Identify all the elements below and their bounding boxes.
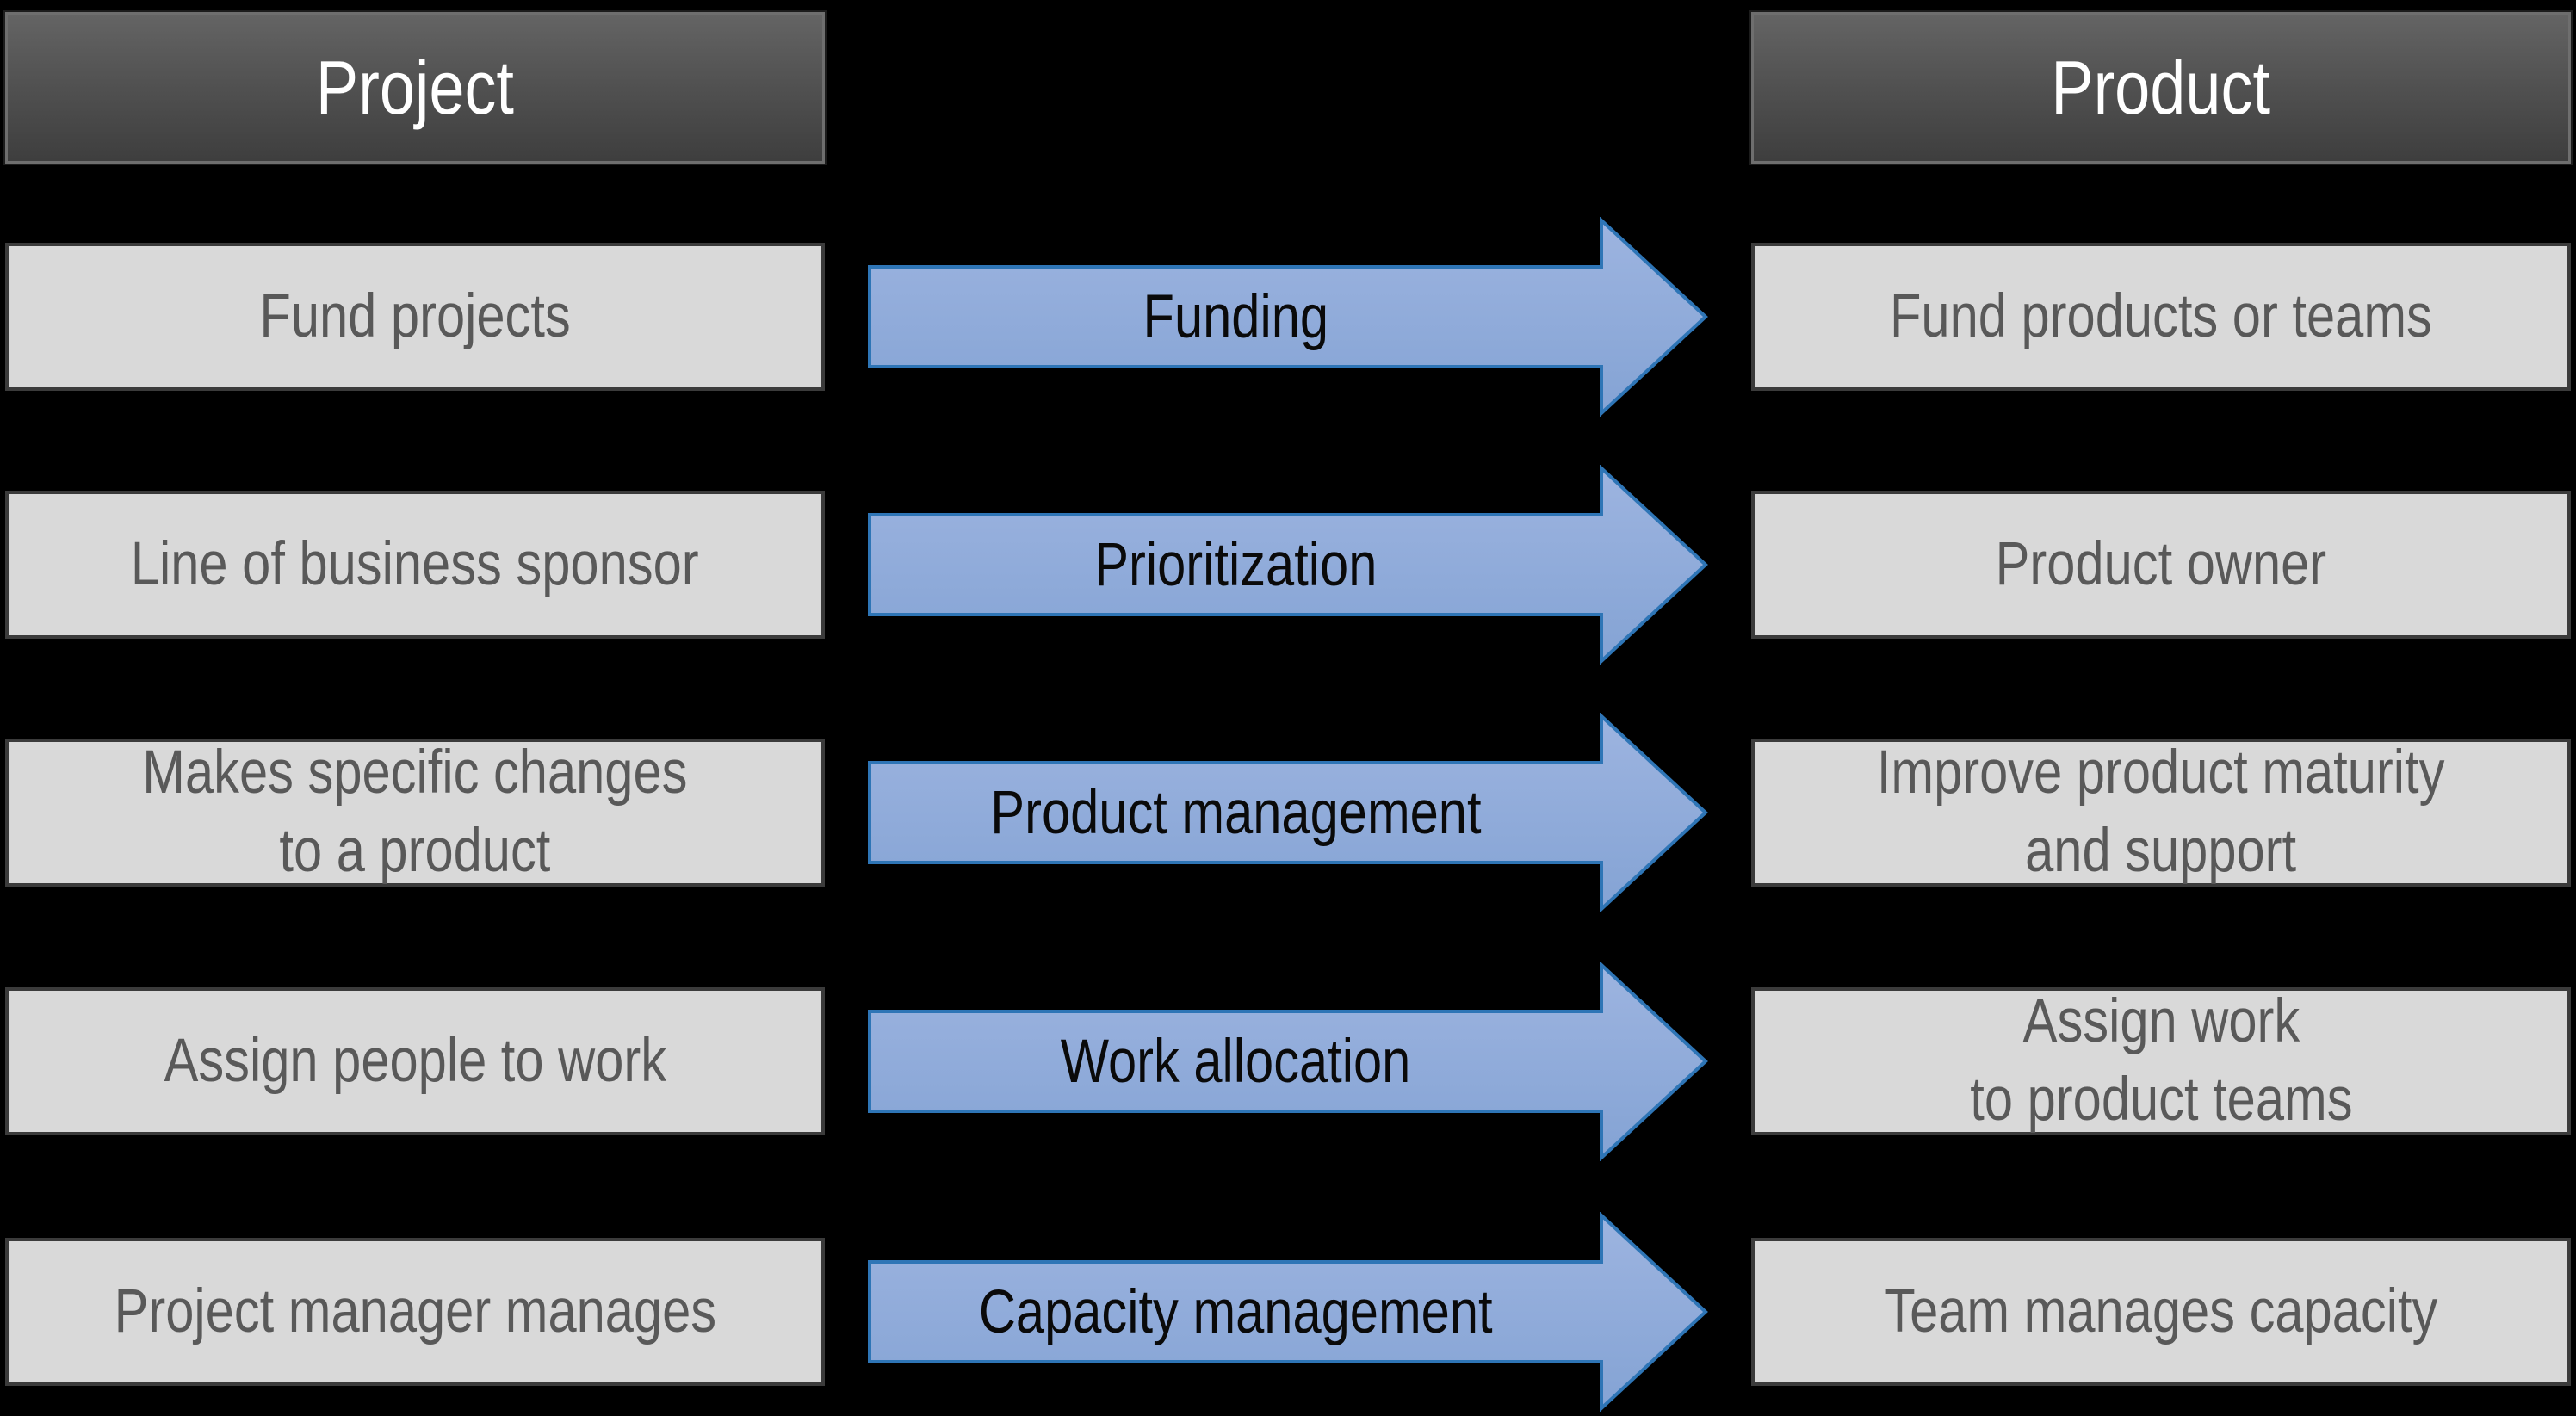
project-row-label: Project manager manages [114,1277,716,1345]
product-row-label: Fund products or teams [1890,281,2432,350]
project-row-label: Fund projects [259,281,571,350]
project-column-header: Project [3,10,827,165]
transition-arrow: Product management [868,713,1709,912]
transition-arrow: Prioritization [868,465,1709,665]
project-row-box: Assign people to work [5,987,825,1135]
transition-arrow: Funding [868,217,1709,417]
product-row-label: Team manages capacity [1884,1277,2438,1345]
product-column-header: Product [1749,10,2573,165]
project-row-box: Project manager manages [5,1238,825,1386]
transition-arrow-label: Capacity management [978,1277,1493,1346]
project-row-label: Line of business sponsor [131,529,699,598]
product-row-label: Assign work to product teams [1969,987,2353,1134]
transition-arrow: Capacity management [868,1212,1709,1412]
product-row-label: Product owner [1995,529,2327,598]
project-row-label: Assign people to work [164,1026,666,1095]
product-row-box: Fund products or teams [1751,243,2571,391]
product-row-box: Assign work to product teams [1751,987,2571,1135]
project-row-label: Makes specific changes to a product [142,739,688,885]
project-row-box: Line of business sponsor [5,491,825,639]
project-row-box: Makes specific changes to a product [5,739,825,887]
transition-arrow-label: Work allocation [1060,1027,1411,1096]
project-header-label: Project [315,45,515,130]
transition-arrow-label: Prioritization [1093,530,1378,599]
right-arrow-icon [868,713,1708,912]
product-row-box: Improve product maturity and support [1751,739,2571,887]
product-row-box: Product owner [1751,491,2571,639]
right-arrow-icon [868,1212,1708,1412]
product-header-label: Product [2051,45,2271,130]
transition-arrow: Work allocation [868,962,1709,1161]
product-row-box: Team manages capacity [1751,1238,2571,1386]
product-row-label: Improve product maturity and support [1877,739,2445,885]
right-arrow-icon [868,465,1708,665]
transition-arrow-label: Product management [989,778,1482,847]
transition-arrow-label: Funding [1142,282,1328,351]
project-row-box: Fund projects [5,243,825,391]
right-arrow-icon [868,217,1708,417]
right-arrow-icon [868,962,1708,1161]
